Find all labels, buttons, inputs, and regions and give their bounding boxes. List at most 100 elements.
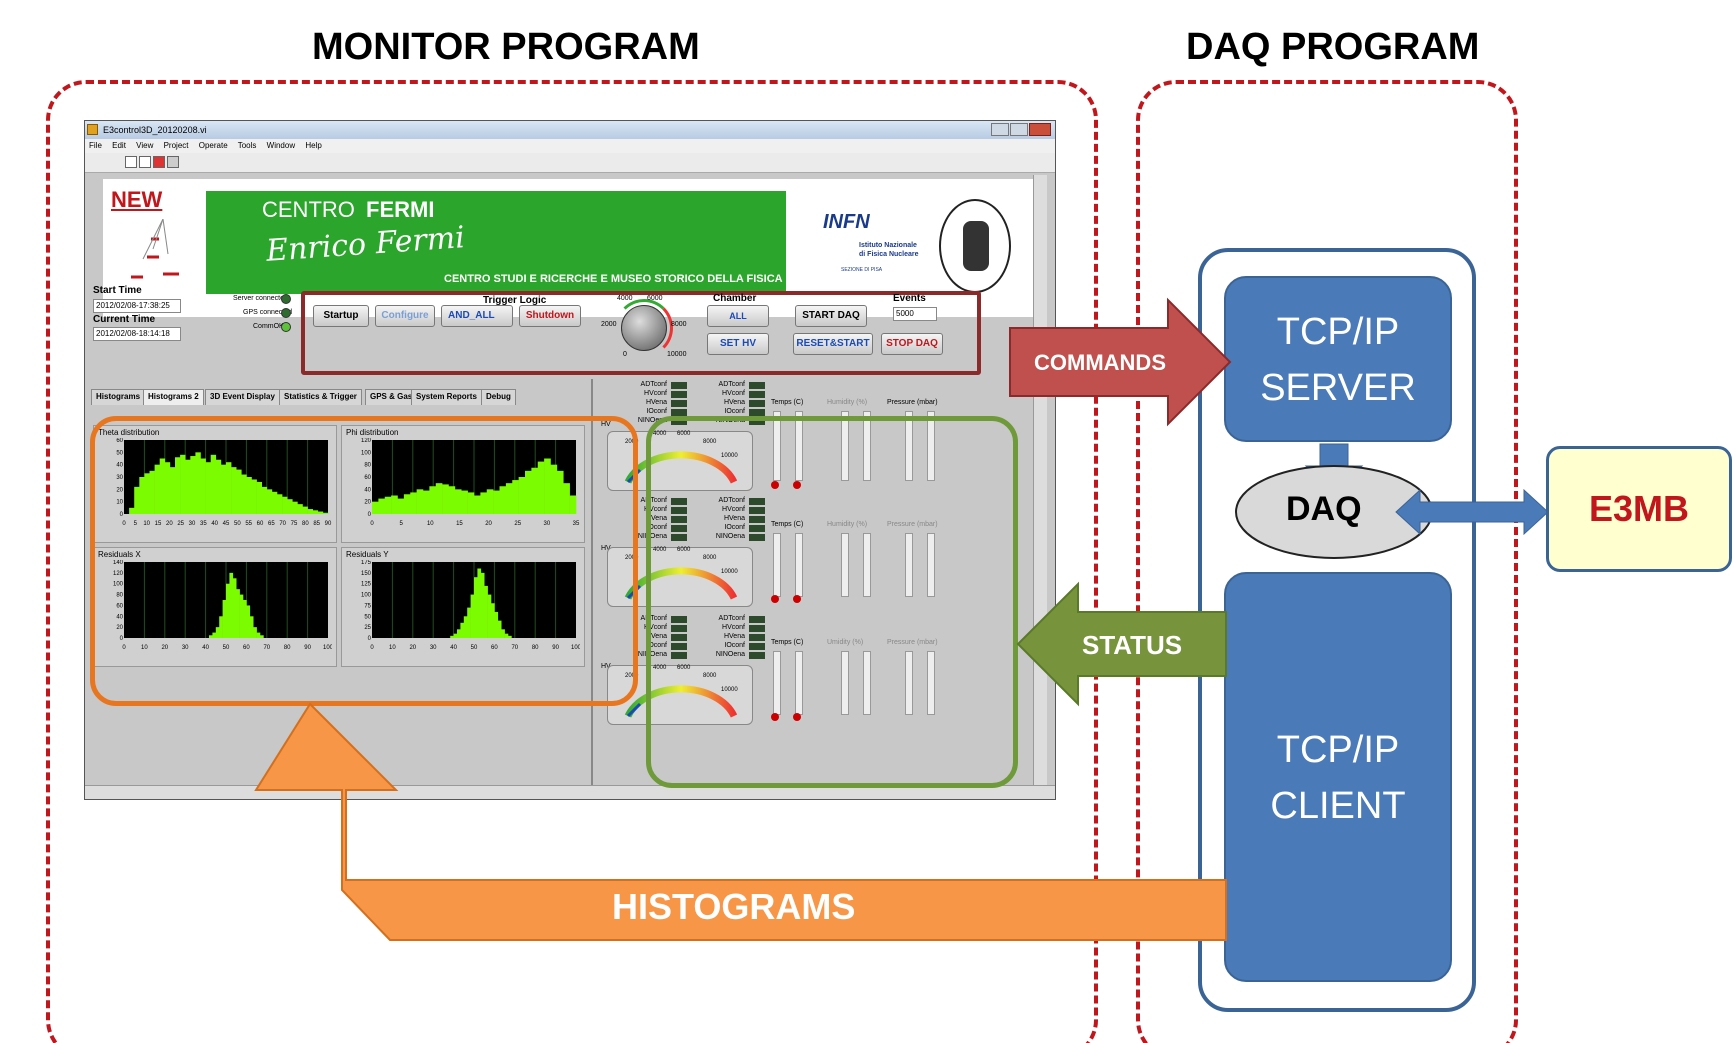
start-time-label: Start Time (93, 285, 142, 296)
x-tick-label: 15 (456, 521, 463, 527)
x-tick-label: 20 (409, 645, 416, 651)
flag-label: IOconf (646, 408, 667, 415)
set-hv-button[interactable]: SET HV (707, 333, 769, 355)
flag-label: ADTconf (718, 497, 745, 504)
minimize-icon[interactable] (991, 123, 1009, 136)
flag-label: NINOena (637, 417, 667, 424)
pressure-label: Pressure (mbar) (887, 521, 938, 528)
histogram-bar (317, 511, 324, 514)
events-field[interactable]: 5000 (893, 307, 937, 321)
pressure-bar (905, 533, 913, 597)
y-tick-label: 80 (364, 463, 371, 469)
histogram-bar (226, 583, 230, 638)
temperature-bulb (793, 595, 801, 603)
gauge-tick: 4000 (653, 547, 667, 553)
x-tick-label: 60 (491, 645, 498, 651)
stop-daq-button[interactable]: STOP DAQ (881, 333, 943, 355)
infn-section: SEZIONE DI PISA (841, 267, 883, 273)
x-tick-label: 60 (257, 521, 264, 527)
tcpip-server-block: TCP/IP SERVER (1224, 276, 1452, 442)
menu-help[interactable]: Help (305, 141, 322, 150)
menu-tools[interactable]: Tools (237, 141, 257, 150)
histogram-bar (494, 611, 499, 638)
histogram-panel-residuals-y: Residuals Y 0102030405060708090100175150… (341, 547, 585, 667)
histogram-bar (249, 616, 254, 638)
run-continuous-icon[interactable] (139, 156, 151, 168)
y-tick-label: 50 (116, 450, 123, 456)
flag-led (671, 534, 687, 541)
close-icon[interactable] (1029, 123, 1051, 136)
flag-led (671, 498, 687, 505)
menu-file[interactable]: File (89, 141, 102, 150)
flag-led (671, 507, 687, 514)
shutdown-button[interactable]: Shutdown (519, 305, 581, 327)
flag-label: HVena (645, 633, 667, 640)
configure-button[interactable]: Configure (375, 305, 435, 327)
temperature-bulb (771, 481, 779, 489)
x-tick-label: 0 (122, 521, 126, 527)
menu-operate[interactable]: Operate (198, 141, 228, 150)
maximize-icon[interactable] (1010, 123, 1028, 136)
trigger-logic-select[interactable]: AND_ALL (441, 305, 513, 327)
histogram-bar (429, 486, 437, 514)
menu-project[interactable]: Project (163, 141, 189, 150)
histogram-bar (372, 501, 379, 514)
flag-label: IOconf (646, 524, 667, 531)
hv-gauge (607, 665, 753, 725)
histogram-bar (493, 490, 500, 514)
commands-arrow (1009, 297, 1232, 427)
flag-label: NINOena (715, 533, 745, 540)
flag-label: ADTconf (640, 381, 667, 388)
menu-window[interactable]: Window (266, 141, 296, 150)
abort-icon[interactable] (153, 156, 165, 168)
tab-histograms-2[interactable]: Histograms 2 (143, 389, 204, 405)
startup-button[interactable]: Startup (313, 305, 369, 327)
histogram-bar (505, 483, 513, 514)
new-logo: NEW (111, 187, 163, 212)
server-line-2: SERVER (1260, 367, 1416, 409)
gauge-tick: 6000 (677, 431, 691, 437)
gauge-tick: 4000 (653, 665, 667, 671)
histogram-bar (512, 480, 519, 514)
histogram-bar (312, 510, 319, 514)
y-tick-label: 0 (368, 512, 372, 518)
server-line-1: TCP/IP (1276, 311, 1400, 353)
x-tick-label: 30 (544, 521, 551, 527)
reset-start-button[interactable]: RESET&START (793, 333, 873, 355)
tab-debug[interactable]: Debug (481, 389, 516, 405)
start-daq-button[interactable]: START DAQ (795, 305, 867, 327)
run-arrow-icon[interactable] (125, 156, 137, 168)
knob-label-4000: 4000 (617, 295, 633, 302)
histogram-bar (474, 495, 481, 514)
histogram-bar (232, 578, 237, 638)
flag-label: NINOena (637, 533, 667, 540)
flag-led (671, 525, 687, 532)
histogram-bar (491, 603, 495, 638)
client-line-1: TCP/IP (1276, 729, 1400, 771)
infn-caption: Istituto Nazionale di Fisica Nucleare (859, 241, 919, 259)
hv-label: HV (601, 421, 611, 428)
histogram-bar (236, 469, 242, 514)
pause-icon[interactable] (167, 156, 179, 168)
flag-label: HVena (645, 515, 667, 522)
y-tick-label: 0 (120, 636, 124, 642)
menu-view[interactable]: View (136, 141, 154, 150)
tab-statistics-trigger[interactable]: Statistics & Trigger (279, 389, 362, 405)
histogram-bar (480, 572, 485, 638)
knob-label-6000: 6000 (647, 295, 663, 302)
chamber-select[interactable]: ALL (707, 305, 769, 327)
y-tick-label: 60 (116, 603, 123, 609)
x-tick-label: 5 (134, 521, 138, 527)
histogram-bar (322, 512, 329, 514)
y-tick-label: 20 (116, 625, 123, 631)
flag-label: NINOena (715, 651, 745, 658)
x-tick-label: 45 (223, 521, 230, 527)
gauge-tick: 8000 (703, 673, 717, 679)
infn-logo: INFN (823, 211, 870, 233)
flag-led (749, 652, 765, 659)
y-tick-label: 0 (368, 636, 372, 642)
menu-edit[interactable]: Edit (112, 141, 126, 150)
fermi-text: FERMI (366, 197, 435, 222)
y-tick-label: 75 (364, 603, 371, 609)
flag-label: HVena (645, 399, 667, 406)
